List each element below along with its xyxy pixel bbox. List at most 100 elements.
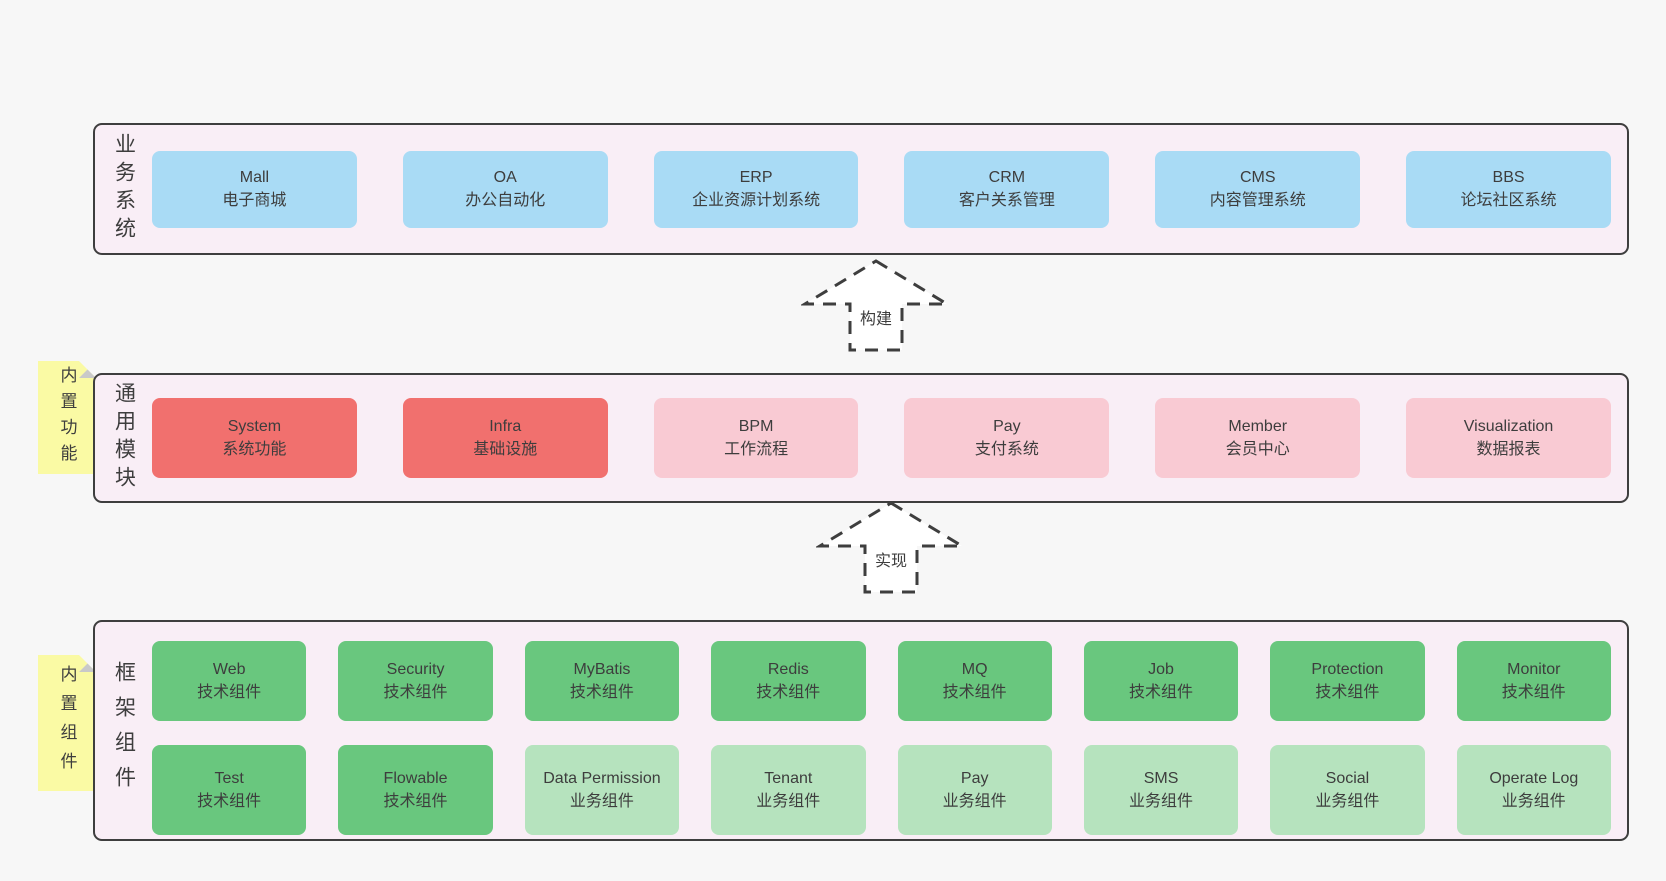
box-bpm: BPM 工作流程 bbox=[653, 398, 859, 478]
sticky-note-builtin-components: 内置组件 bbox=[38, 655, 96, 791]
box-social: Social 业务组件 bbox=[1270, 745, 1425, 835]
module-box-description: 业务组件 bbox=[942, 793, 1007, 810]
module-box-name: Member bbox=[1228, 418, 1288, 435]
module-box-name: Operate Log bbox=[1489, 770, 1579, 787]
box-cms: CMS 内容管理系统 bbox=[1155, 150, 1361, 228]
box-protection: Protection 技术组件 bbox=[1270, 641, 1425, 721]
module-box-description: 业务组件 bbox=[1129, 793, 1194, 810]
box-test: Test 技术组件 bbox=[152, 745, 307, 835]
module-box-description: 技术组件 bbox=[1501, 684, 1566, 701]
box-visualization: Visualization 数据报表 bbox=[1406, 398, 1611, 478]
module-box-description: 电子商城 bbox=[222, 192, 287, 209]
layer-business-systems: 业务系统 Mall 电子商城 OA 办公自动化 ERP 企业资源计划系统 CRM… bbox=[93, 123, 1629, 255]
module-box-description: 技术组件 bbox=[1129, 684, 1194, 701]
sticky-note-label: 内置功能 bbox=[57, 365, 77, 470]
module-box-description: 技术组件 bbox=[1315, 684, 1380, 701]
box-sms: SMS 业务组件 bbox=[1083, 745, 1239, 835]
module-box-name: MQ bbox=[961, 661, 988, 678]
module-box-description: 业务组件 bbox=[756, 793, 821, 810]
module-box-description: 办公自动化 bbox=[465, 192, 546, 209]
layer-title-business-systems: 业务系统 bbox=[112, 133, 136, 245]
module-box-description: 业务组件 bbox=[1501, 793, 1566, 810]
implement-arrow-label: 实现 bbox=[871, 546, 911, 573]
box-crm: CRM 客户关系管理 bbox=[904, 150, 1110, 228]
box-operate-log: Operate Log 业务组件 bbox=[1456, 745, 1611, 835]
module-box-name: BBS bbox=[1492, 169, 1525, 186]
module-box-description: 支付系统 bbox=[974, 441, 1039, 458]
module-box-name: Social bbox=[1325, 770, 1370, 787]
box-tenant: Tenant 业务组件 bbox=[711, 745, 866, 835]
box-mq: MQ 技术组件 bbox=[897, 641, 1052, 721]
sticky-note-label: 内置组件 bbox=[57, 665, 77, 781]
box-redis: Redis 技术组件 bbox=[711, 641, 866, 721]
box-monitor: Monitor 技术组件 bbox=[1456, 641, 1611, 721]
module-box-name: CMS bbox=[1239, 169, 1276, 186]
module-box-name: Web bbox=[212, 661, 246, 678]
module-box-description: 技术组件 bbox=[197, 684, 262, 701]
module-box-name: Redis bbox=[767, 661, 809, 678]
box-mybatis: MyBatis 技术组件 bbox=[524, 641, 680, 721]
module-box-description: 论坛社区系统 bbox=[1460, 192, 1557, 209]
module-box-description: 会员中心 bbox=[1225, 441, 1290, 458]
module-box-name: Data Permission bbox=[543, 770, 661, 787]
module-box-name: Monitor bbox=[1507, 661, 1561, 678]
module-box-name: Job bbox=[1148, 661, 1174, 678]
layer-title-common-modules: 通用模块 bbox=[112, 382, 136, 494]
module-box-name: System bbox=[227, 418, 282, 435]
box-erp: ERP 企业资源计划系统 bbox=[653, 150, 859, 228]
box-member: Member 会员中心 bbox=[1155, 398, 1361, 478]
module-box-description: 技术组件 bbox=[383, 684, 448, 701]
framework-components-grid: Web 技术组件 Security 技术组件 MyBatis 技术组件 Redi… bbox=[152, 622, 1627, 839]
common-modules-row: System 系统功能 Infra 基础设施 BPM 工作流程 Pay 支付系统… bbox=[152, 375, 1627, 501]
module-box-name: Visualization bbox=[1463, 418, 1554, 435]
module-box-name: Test bbox=[214, 770, 244, 787]
module-box-name: Flowable bbox=[383, 770, 448, 787]
module-box-name: CRM bbox=[988, 169, 1026, 186]
box-pay: Pay 业务组件 bbox=[897, 745, 1052, 835]
module-box-name: MyBatis bbox=[573, 661, 631, 678]
module-box-name: Protection bbox=[1311, 661, 1384, 678]
module-box-description: 内容管理系统 bbox=[1209, 192, 1306, 209]
module-box-description: 业务组件 bbox=[569, 793, 634, 810]
module-box-description: 技术组件 bbox=[383, 793, 448, 810]
module-box-name: Infra bbox=[489, 418, 522, 435]
module-box-name: Security bbox=[386, 661, 445, 678]
module-box-description: 客户关系管理 bbox=[958, 192, 1055, 209]
module-box-name: Tenant bbox=[764, 770, 813, 787]
module-box-description: 企业资源计划系统 bbox=[692, 192, 821, 209]
box-security: Security 技术组件 bbox=[338, 641, 493, 721]
module-box-name: Pay bbox=[993, 418, 1021, 435]
module-box-name: Pay bbox=[960, 770, 989, 787]
box-mall: Mall 电子商城 bbox=[152, 150, 357, 228]
box-infra: Infra 基础设施 bbox=[402, 398, 608, 478]
layer-framework-components: 框架组件 Web 技术组件 Security 技术组件 MyBatis 技术组件… bbox=[93, 620, 1629, 841]
box-oa: OA 办公自动化 bbox=[402, 150, 608, 228]
module-box-description: 系统功能 bbox=[222, 441, 287, 458]
box-data-permission: Data Permission 业务组件 bbox=[524, 745, 680, 835]
box-job: Job 技术组件 bbox=[1083, 641, 1239, 721]
layer-title-framework-components: 框架组件 bbox=[112, 660, 136, 801]
module-box-name: ERP bbox=[739, 169, 773, 186]
module-box-name: SMS bbox=[1143, 770, 1179, 787]
module-box-description: 基础设施 bbox=[473, 441, 538, 458]
sticky-note-builtin-features: 内置功能 bbox=[38, 361, 96, 474]
module-box-name: Mall bbox=[239, 169, 270, 186]
module-box-description: 技术组件 bbox=[569, 684, 634, 701]
box-system: System 系统功能 bbox=[152, 398, 357, 478]
box-flowable: Flowable 技术组件 bbox=[338, 745, 493, 835]
box-bbs: BBS 论坛社区系统 bbox=[1406, 150, 1611, 228]
module-box-description: 业务组件 bbox=[1315, 793, 1380, 810]
module-box-name: BPM bbox=[738, 418, 774, 435]
module-box-name: OA bbox=[493, 169, 517, 186]
build-arrow: 构建 bbox=[801, 257, 951, 354]
box-pay: Pay 支付系统 bbox=[904, 398, 1110, 478]
module-box-description: 技术组件 bbox=[942, 684, 1007, 701]
box-web: Web 技术组件 bbox=[152, 641, 307, 721]
module-box-description: 数据报表 bbox=[1476, 441, 1541, 458]
module-box-description: 技术组件 bbox=[197, 793, 262, 810]
layer-common-modules: 通用模块 System 系统功能 Infra 基础设施 BPM 工作流程 Pay… bbox=[93, 373, 1629, 503]
module-box-description: 技术组件 bbox=[756, 684, 821, 701]
implement-arrow: 实现 bbox=[816, 499, 966, 596]
module-box-description: 工作流程 bbox=[724, 441, 789, 458]
